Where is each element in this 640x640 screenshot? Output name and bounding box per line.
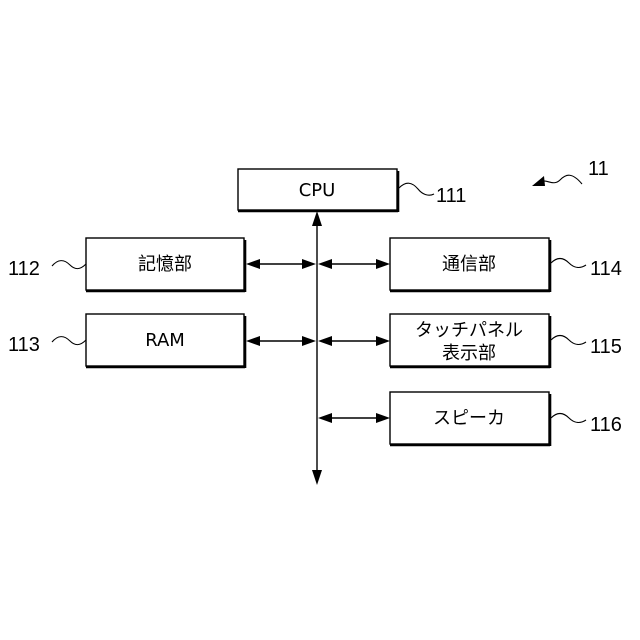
figure-reference: 11	[532, 158, 609, 186]
figure-reference-arrow-icon	[532, 176, 545, 186]
comm-connector-arrow-right-icon	[376, 259, 390, 269]
ram-connector-arrow-right-icon	[302, 336, 316, 346]
ram-connector-arrow-left-icon	[246, 336, 260, 346]
system-bus	[312, 211, 322, 485]
ram-ref-leader	[52, 337, 86, 345]
touch-panel-connector-arrow-right-icon	[376, 336, 390, 346]
speaker-connector-arrow-right-icon	[376, 413, 390, 423]
ram-block: RAM 113	[8, 314, 245, 368]
bus-bottom-arrow-icon	[312, 470, 322, 485]
speaker-connector-arrow-left-icon	[318, 413, 332, 423]
ram-block-label: RAM	[145, 330, 185, 351]
speaker-ref-leader	[551, 414, 586, 423]
cpu-ref-label: 111	[436, 185, 466, 207]
comm-block-label: 通信部	[442, 254, 496, 275]
speaker-block-label: スピーカ	[433, 408, 505, 429]
ram-ref-label: 113	[8, 334, 40, 356]
comm-connector-arrow-left-icon	[318, 259, 332, 269]
cpu-block-label: CPU	[299, 180, 336, 201]
cpu-ref-leader	[399, 183, 434, 195]
storage-block: 記憶部 112	[8, 238, 245, 292]
storage-ref-label: 112	[8, 258, 40, 280]
touch-panel-ref-label: 115	[590, 336, 622, 358]
touch-panel-connector-arrow-left-icon	[318, 336, 332, 346]
touch-panel-block: タッチパネル 表示部 115	[390, 314, 622, 368]
comm-block: 通信部 114	[390, 238, 622, 292]
touch-panel-block-label-line1: タッチパネル	[415, 320, 523, 341]
storage-connector-arrow-right-icon	[302, 259, 316, 269]
bus-top-arrow-icon	[312, 211, 322, 226]
cpu-block: CPU 111	[238, 169, 466, 212]
connectors	[246, 259, 390, 423]
comm-ref-leader	[551, 259, 586, 268]
figure-reference-label: 11	[588, 158, 609, 180]
storage-connector-arrow-left-icon	[246, 259, 260, 269]
touch-panel-ref-leader	[551, 336, 586, 345]
storage-block-label: 記憶部	[138, 254, 192, 275]
speaker-block: スピーカ 116	[390, 392, 622, 446]
comm-ref-label: 114	[590, 258, 622, 280]
storage-ref-leader	[52, 261, 86, 269]
figure-reference-leader	[540, 175, 582, 184]
touch-panel-block-label-line2: 表示部	[442, 343, 496, 364]
speaker-ref-label: 116	[590, 414, 622, 436]
